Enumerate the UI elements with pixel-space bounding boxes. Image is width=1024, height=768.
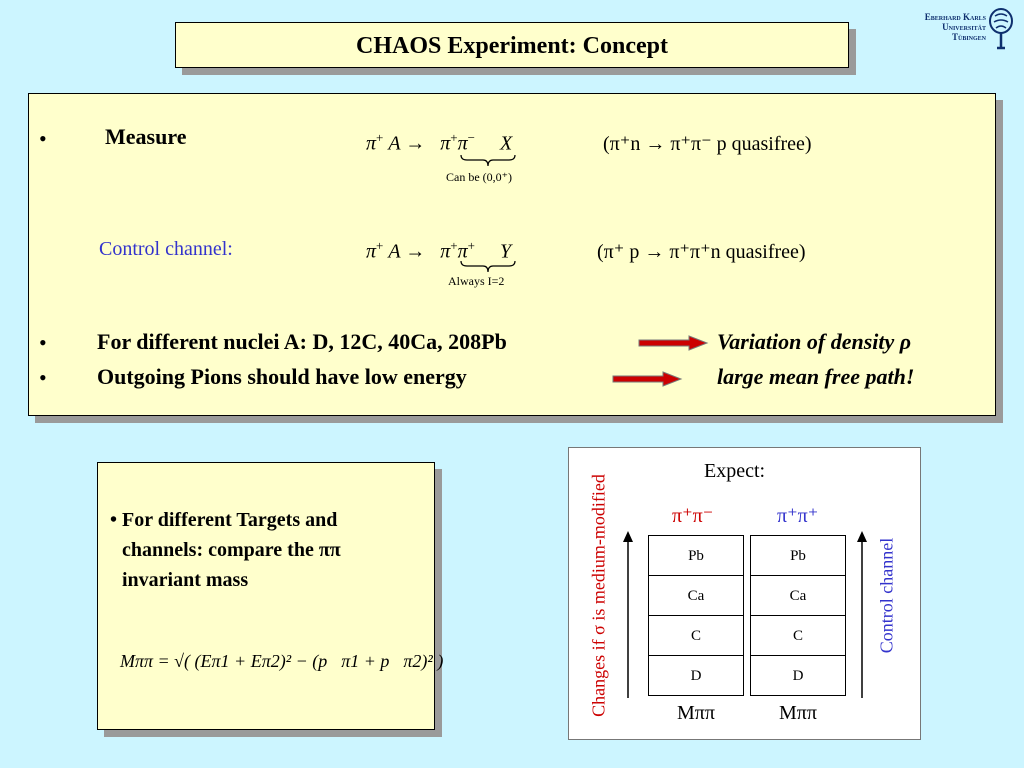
control-quasifree: (π⁺ p → π⁺π⁺n quasifree)	[597, 241, 806, 263]
bullet-nuclei: •	[39, 330, 47, 355]
bottom-label-col1: Mππ	[677, 702, 715, 724]
pions-text: Outgoing Pions should have low energy	[97, 364, 467, 389]
logo-line-1: Eberhard Karls	[924, 12, 986, 22]
invariant-mass-formula: Mππ = √( (Eπ1 + Eπ2)² − (p⃗π1 + p⃗π2)² )	[120, 651, 444, 671]
expect-label: Expect:	[704, 460, 766, 482]
control-underbrace	[460, 260, 516, 273]
measure-label: Measure	[105, 124, 187, 149]
cell-col2-d: D	[750, 655, 846, 696]
bullet-measure: •	[39, 126, 47, 151]
nuclei-text: For different nuclei A: D, 12C, 40Ca, 20…	[97, 329, 507, 354]
nuclei-result: Variation of density ρ	[717, 329, 912, 354]
cell-col2-c: C	[750, 615, 846, 656]
control-channel-label: Control channel:	[99, 238, 233, 260]
right-axis-label: Control channel	[876, 537, 897, 654]
cell-col2-ca: Ca	[750, 575, 846, 616]
logo-line-2: Universität	[942, 22, 986, 32]
arrow-up-icon	[857, 531, 867, 698]
invariant-mass-box: • For different Targets and channels: co…	[97, 462, 443, 730]
title-box: CHAOS Experiment: Concept	[175, 22, 849, 68]
logo-line-3: Tübingen	[951, 32, 986, 42]
left-axis-label: Changes if σ is medium-modified	[588, 474, 609, 717]
measure-brace-note: Can be (0,0⁺)	[446, 170, 512, 184]
arrow-up-icon	[623, 531, 633, 698]
pions-result: large mean free path!	[717, 364, 915, 389]
control-brace-note: Always I=2	[448, 274, 505, 288]
cell-col1-d: D	[648, 655, 744, 696]
expectation-diagram: Expect: π⁺π⁻ π⁺π⁺ Pb Ca C D Pb Ca C D Mπ…	[568, 447, 921, 740]
bullet-pions: •	[39, 365, 47, 390]
targets-line-2: channels: compare the ππ	[122, 539, 341, 561]
col-header-pi-plus-minus: π⁺π⁻	[672, 505, 714, 527]
cell-col1-ca: Ca	[648, 575, 744, 616]
arrow-right-icon	[612, 371, 683, 387]
cell-col2-pb: Pb	[750, 535, 846, 576]
logo-text: Eberhard Karls Universität Tübingen	[884, 12, 986, 42]
bottom-label-col2: Mππ	[779, 702, 817, 724]
measure-quasifree: (π⁺n → π⁺π⁻ p quasifree)	[603, 133, 812, 155]
cell-col1-c: C	[648, 615, 744, 656]
targets-line-3: invariant mass	[122, 569, 249, 591]
university-logo: Eberhard Karls Universität Tübingen	[884, 8, 1016, 52]
measure-equation: π+ A → π+π− X	[366, 130, 513, 155]
control-equation: π+ A → π+π+ Y	[366, 238, 512, 263]
targets-line-1: • For different Targets and	[110, 509, 338, 531]
cell-col1-pb: Pb	[648, 535, 744, 576]
measure-underbrace	[460, 154, 516, 167]
col-header-pi-plus-plus: π⁺π⁺	[777, 505, 819, 527]
slide-title: CHAOS Experiment: Concept	[356, 33, 668, 59]
main-concept-box: • Measure π+ A → π+π− X Can be (0,0⁺) (π…	[28, 93, 996, 416]
arrow-right-icon	[638, 335, 709, 351]
tree-icon	[989, 8, 1013, 50]
